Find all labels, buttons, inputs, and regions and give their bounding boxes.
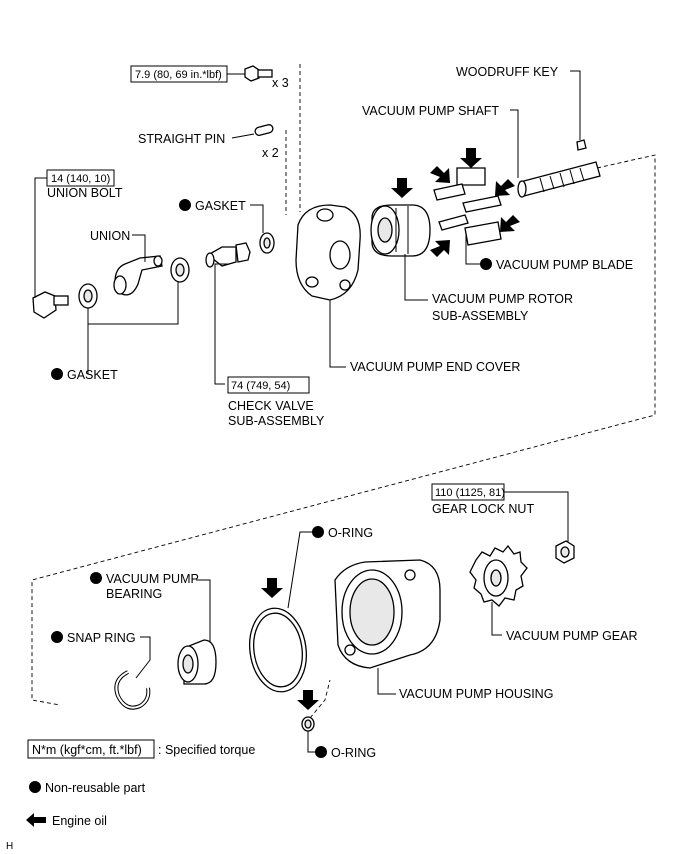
legend-torque-box [27, 739, 155, 759]
straight-pin-label: STRAIGHT PIN [138, 132, 225, 146]
bearing-label-line1: VACUUM PUMP [106, 572, 199, 586]
vacuum-pump-end-cover-part [295, 204, 361, 301]
legend-engine-oil-text: Engine oil [52, 814, 107, 828]
gasket-bottom-label: GASKET [67, 368, 118, 382]
vacuum-pump-shaft-label: VACUUM PUMP SHAFT [362, 104, 499, 118]
bolt-quantity: x 3 [272, 76, 289, 90]
legend-torque-text: : Specified torque [158, 743, 255, 757]
vacuum-pump-rotor-part [370, 204, 431, 257]
black-arrow-icon [26, 813, 46, 827]
straight-pin-part [254, 124, 274, 136]
vacuum-pump-gear-part [469, 544, 528, 607]
corner-mark: H [6, 841, 13, 852]
check-valve-label-line1: CHECK VALVE [228, 399, 314, 413]
gear-lock-nut-torque-box: 110 (1125, 81) [431, 483, 505, 501]
bearing-label-line2: BEARING [106, 587, 162, 601]
bolt-part [244, 65, 273, 82]
rotor-label-line1: VACUUM PUMP ROTOR [432, 292, 573, 306]
union-bolt-torque-text: 14 (140, 10) [51, 173, 110, 185]
vacuum-pump-blade-part [433, 167, 502, 246]
legend-torque-box-text: N*m (kgf*cm, ft.*lbf) [32, 743, 142, 757]
gear-lock-nut-torque-text: 110 (1125, 81) [435, 487, 505, 499]
o-ring-top-non-reusable-icon [312, 526, 324, 538]
bolt-torque-box: 7.9 (80, 69 in.*lbf) [130, 65, 228, 83]
o-ring-small-engine-oil-arrow-icon [297, 690, 319, 710]
union-bolt-label: UNION BOLT [47, 186, 123, 200]
legend-non-reusable-text: Non-reusable part [45, 781, 146, 795]
legend: N*m (kgf*cm, ft.*lbf) : Specified torque… [26, 739, 255, 828]
gear-lock-nut-label: GEAR LOCK NUT [432, 502, 534, 516]
vacuum-pump-blade-label: VACUUM PUMP BLADE [496, 258, 633, 272]
bolt-torque-text: 7.9 (80, 69 in.*lbf) [135, 69, 222, 81]
union-label: UNION [90, 229, 130, 243]
vacuum-pump-shaft-part [517, 161, 601, 198]
gasket-top-label: GASKET [195, 199, 246, 213]
vacuum-pump-housing-part [334, 559, 441, 669]
filled-circle-icon [29, 781, 41, 793]
blade-non-reusable-icon [480, 258, 492, 270]
vacuum-pump-gear-label: VACUUM PUMP GEAR [506, 629, 638, 643]
vacuum-pump-housing-label: VACUUM PUMP HOUSING [399, 687, 553, 701]
o-ring-bottom-non-reusable-icon [315, 746, 327, 758]
o-ring-top-label: O-RING [328, 526, 373, 540]
union-bolt-part [32, 291, 69, 319]
check-valve-torque-text: 74 (749, 54) [231, 380, 290, 392]
gasket-bottom-non-reusable-icon [51, 368, 63, 380]
check-valve-torque-box: 74 (749, 54) [227, 376, 310, 394]
rotor-label-line2: SUB-ASSEMBLY [432, 309, 529, 323]
rotor-engine-oil-arrow-icon [391, 178, 413, 198]
bearing-non-reusable-icon [90, 572, 102, 584]
engine-oil-arrow-icon [430, 148, 520, 257]
o-ring-engine-oil-arrow-icon [261, 578, 283, 598]
woodruff-key-part [576, 139, 587, 151]
union-part [113, 255, 163, 296]
end-cover-label: VACUUM PUMP END COVER [350, 360, 520, 374]
snap-ring-non-reusable-icon [51, 631, 63, 643]
straight-pin-quantity: x 2 [262, 146, 279, 160]
gasket-top-non-reusable-icon [179, 199, 191, 211]
union-bolt-torque-box: 14 (140, 10) [46, 169, 115, 187]
o-ring-bottom-label: O-RING [331, 746, 376, 760]
check-valve-label-line2: SUB-ASSEMBLY [228, 414, 325, 428]
woodruff-key-label: WOODRUFF KEY [456, 65, 559, 79]
snap-ring-label: SNAP RING [67, 631, 136, 645]
check-valve-part [205, 242, 251, 268]
vacuum-pump-bearing-part [177, 639, 217, 685]
